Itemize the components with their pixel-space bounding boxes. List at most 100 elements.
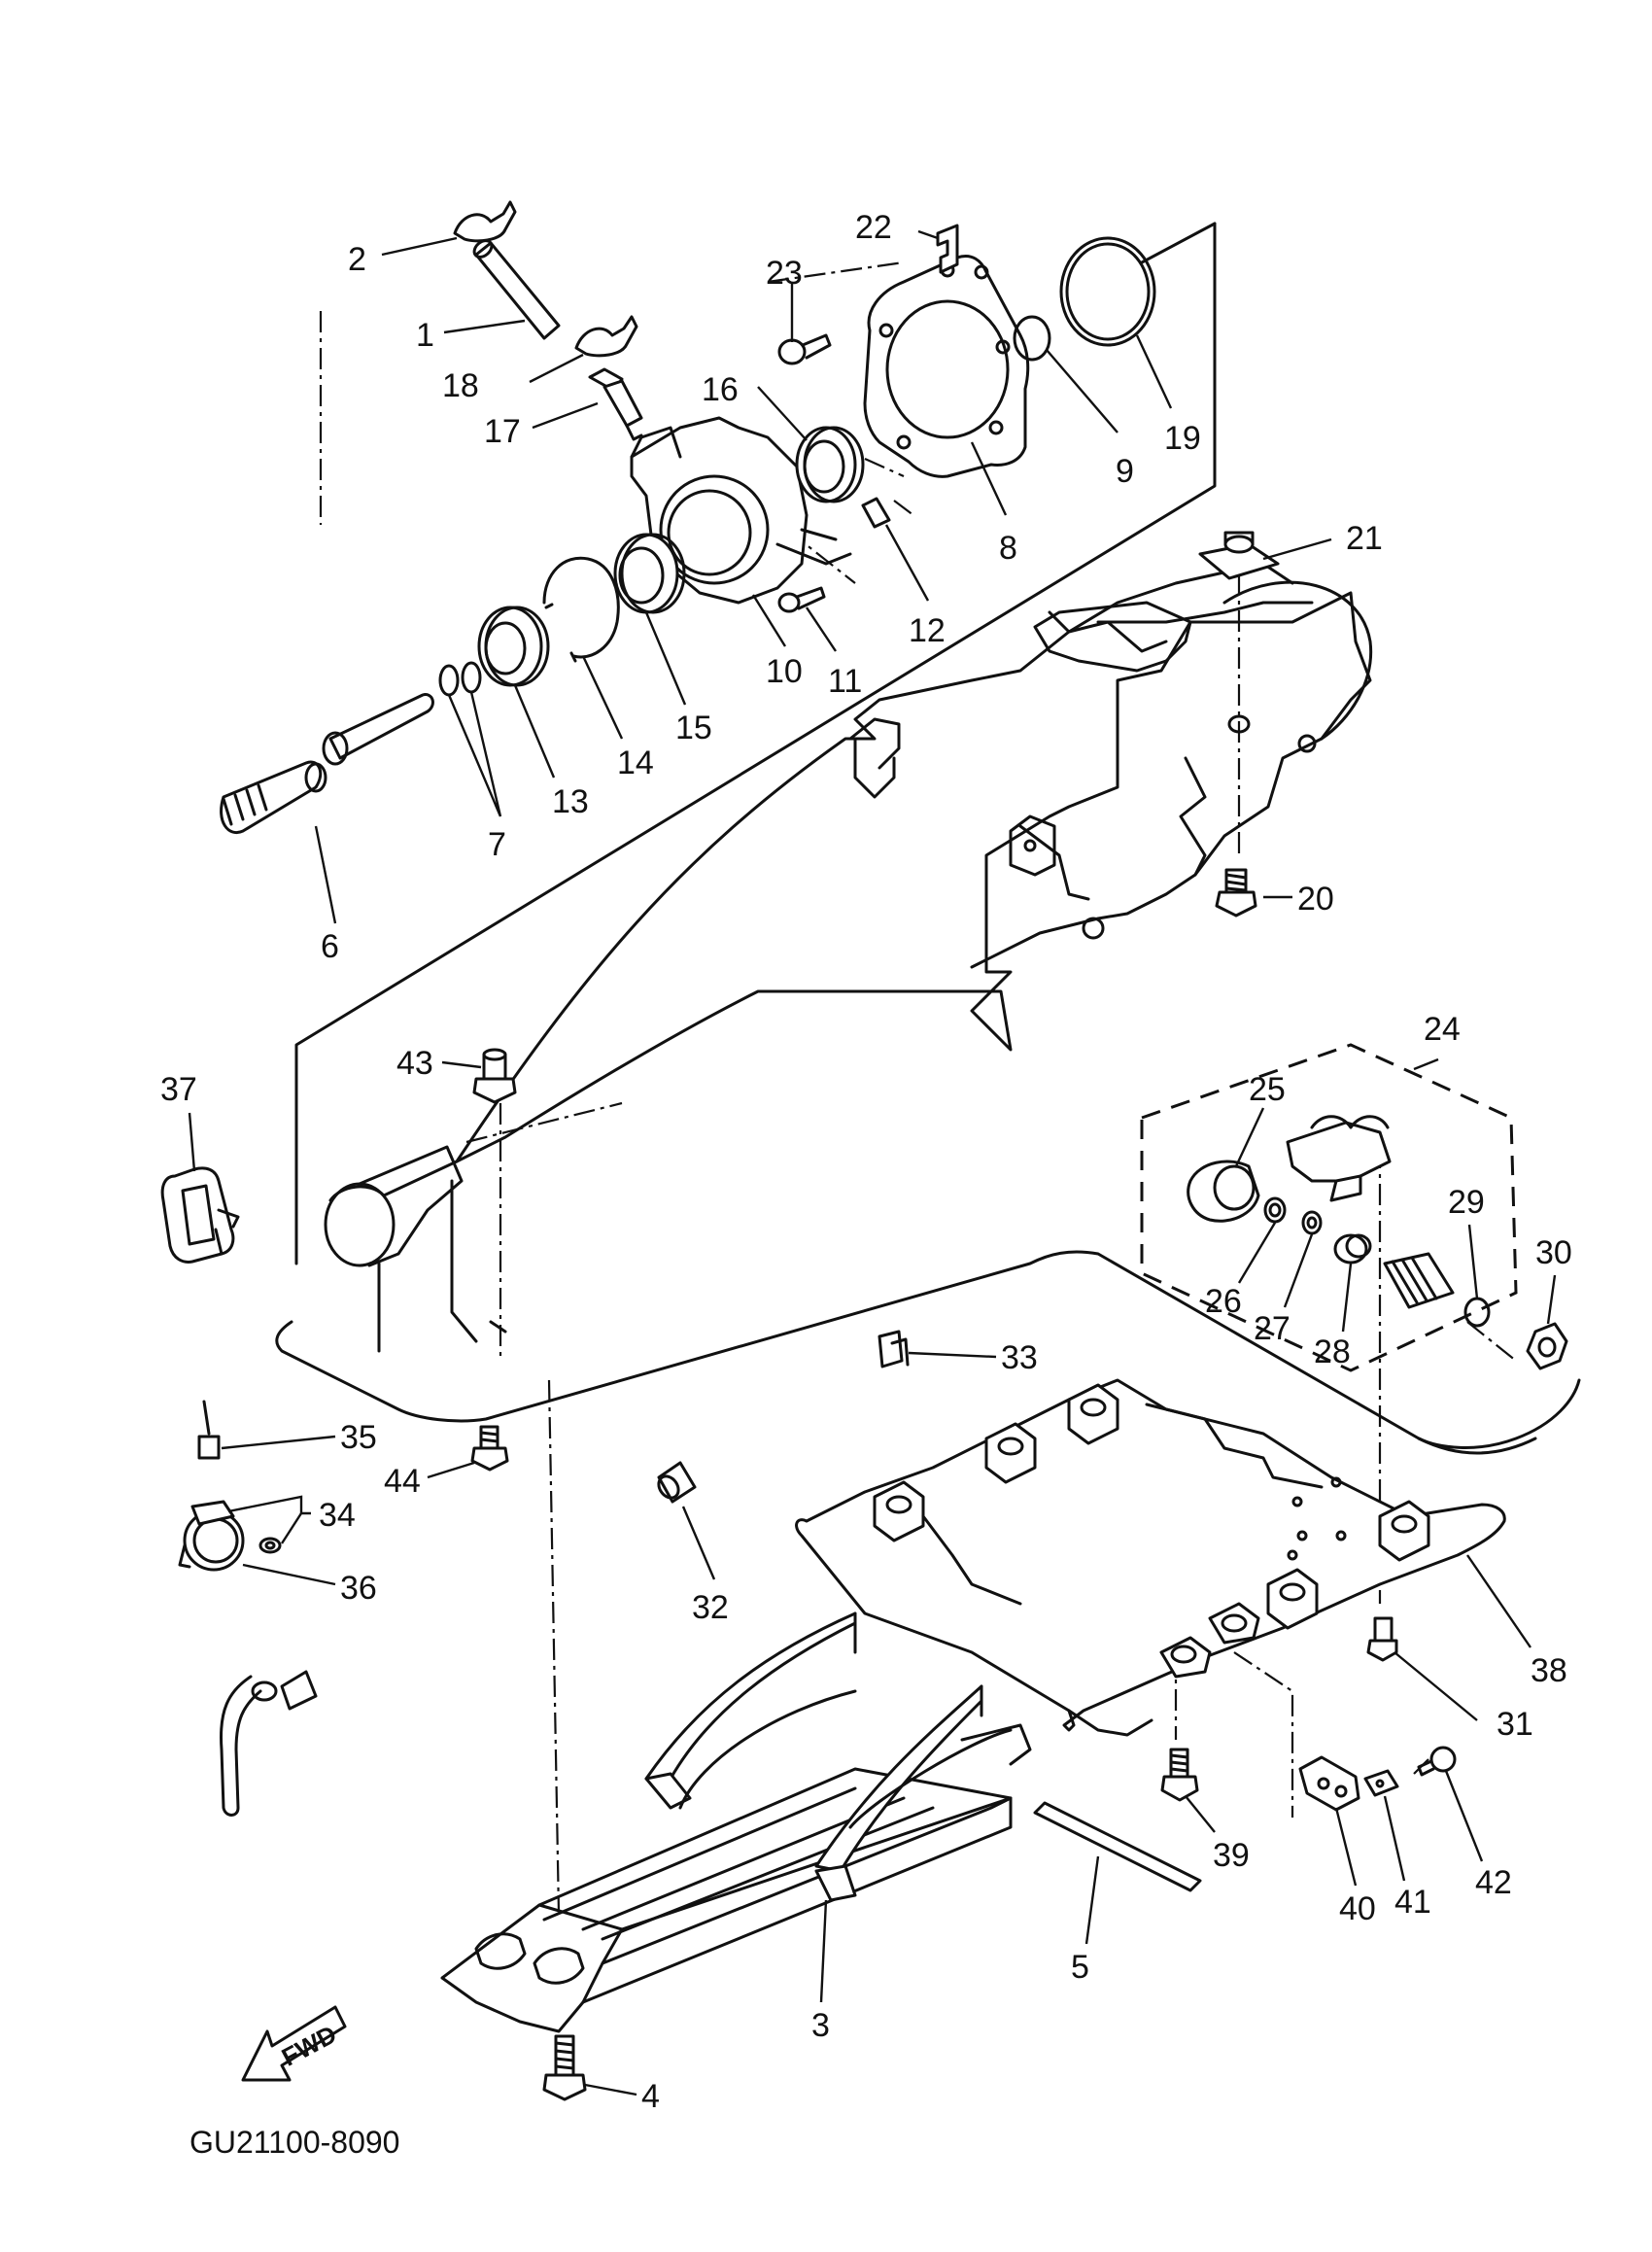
bolt-44: [470, 1425, 509, 1472]
bolt-31: [1366, 1616, 1398, 1662]
callout-15: 15: [675, 710, 712, 746]
bolt-39: [1160, 1748, 1199, 1802]
callout-34: 34: [319, 1497, 356, 1534]
callout-41: 41: [1394, 1884, 1431, 1921]
callout-29: 29: [1448, 1184, 1485, 1221]
callout-27: 27: [1254, 1310, 1291, 1347]
washer-27: [1301, 1210, 1323, 1235]
nut-30: [1526, 1322, 1568, 1370]
callout-38: 38: [1531, 1652, 1567, 1689]
callout-8: 8: [999, 530, 1017, 567]
shaft-6: [220, 760, 327, 834]
clamp-36: [178, 1500, 245, 1572]
callout-3: 3: [811, 2007, 830, 2044]
o-ring-9: [1013, 315, 1051, 362]
oil-seal-16: [795, 426, 865, 503]
callout-6: 6: [321, 928, 339, 965]
intake-grate-3: [440, 1611, 1032, 2033]
callout-7: 7: [488, 826, 506, 863]
callout-16: 16: [702, 371, 739, 408]
forward-arrow-icon: FWD: [241, 2005, 347, 2082]
bolt-43: [472, 1048, 517, 1104]
screw-11: [777, 586, 826, 613]
callout-44: 44: [384, 1463, 421, 1500]
hose-left: [219, 1670, 318, 1817]
callout-21: 21: [1346, 520, 1383, 557]
callout-1: 1: [416, 317, 434, 354]
bracket-40: [1298, 1755, 1360, 1812]
clip-33: [878, 1330, 910, 1369]
callout-35: 35: [340, 1419, 377, 1456]
diagram-code: GU21100-8090: [189, 2125, 399, 2160]
callout-17: 17: [484, 413, 521, 450]
o-ring-19: [1059, 236, 1156, 347]
sensor-kit-24-boundary: [1140, 1043, 1518, 1372]
leader-lines: [188, 229, 1557, 2096]
sensor-body: [1383, 1252, 1455, 1309]
callout-43: 43: [396, 1045, 433, 1082]
bolt-20: [1215, 868, 1257, 918]
spacer-tube: [322, 693, 434, 766]
callout-22: 22: [855, 209, 892, 246]
bearing-13: [477, 606, 550, 687]
lower-housing-tube: [324, 1145, 507, 1353]
upper-assembly-frame: [294, 222, 1217, 1265]
o-ring-29: [1463, 1297, 1491, 1328]
washer-21: [1198, 531, 1280, 580]
lower-plate-envelope: [275, 1250, 1581, 1455]
boss-row: [873, 1383, 1430, 1679]
washer-26: [1263, 1196, 1287, 1224]
screw-42: [1417, 1746, 1457, 1777]
callout-25: 25: [1249, 1071, 1286, 1108]
callout-26: 26: [1205, 1283, 1242, 1320]
bolt-4: [542, 2034, 587, 2101]
callout-36: 36: [340, 1570, 377, 1607]
cover-plate-8: [863, 255, 1030, 478]
plate-41: [1363, 1769, 1399, 1797]
callout-10: 10: [766, 653, 803, 690]
bracket-37: [160, 1166, 240, 1264]
callout-31: 31: [1497, 1706, 1533, 1743]
callout-28: 28: [1314, 1334, 1351, 1370]
mounting-plate-38: [795, 1378, 1506, 1737]
callout-18: 18: [442, 367, 479, 404]
washer-34: [258, 1537, 282, 1554]
bolt-23: [777, 333, 832, 365]
callout-11: 11: [828, 663, 862, 700]
sensor-bracket: [1286, 1115, 1392, 1202]
callout-19: 19: [1164, 420, 1201, 457]
callout-20: 20: [1297, 881, 1334, 918]
tag-22: [936, 224, 959, 274]
hose-clamp-18: [574, 315, 638, 358]
callout-39: 39: [1213, 1837, 1250, 1874]
callout-2: 2: [348, 241, 366, 278]
callout-24: 24: [1424, 1011, 1461, 1048]
callout-23: 23: [766, 255, 803, 292]
rivet-35: [197, 1400, 221, 1460]
bolt-17: [588, 367, 643, 441]
callout-33: 33: [1001, 1339, 1038, 1376]
grommet-28: [1333, 1233, 1372, 1265]
callout-40: 40: [1339, 1890, 1376, 1927]
circlip-14: [542, 556, 620, 663]
callout-5: 5: [1071, 1949, 1089, 1986]
callout-37: 37: [160, 1071, 197, 1108]
o-rings-7: [438, 661, 482, 697]
callout-14: 14: [617, 745, 654, 781]
bearing-15: [613, 533, 686, 614]
callout-30: 30: [1535, 1234, 1572, 1271]
callout-9: 9: [1116, 453, 1134, 490]
pin-32: [657, 1461, 697, 1504]
hose-clamp-2: [453, 200, 517, 243]
callout-13: 13: [552, 783, 589, 820]
callout-32: 32: [692, 1589, 729, 1626]
dowel-pin-12: [861, 497, 891, 529]
callout-42: 42: [1475, 1864, 1512, 1901]
hose-1: [472, 239, 561, 340]
callout-4: 4: [641, 2078, 660, 2115]
boot-25: [1187, 1160, 1260, 1223]
callout-12: 12: [909, 612, 946, 649]
callout-numbers: 2 1 18 17 16 23 22 8 9 19 21 12 10 11 15…: [160, 209, 1572, 2115]
